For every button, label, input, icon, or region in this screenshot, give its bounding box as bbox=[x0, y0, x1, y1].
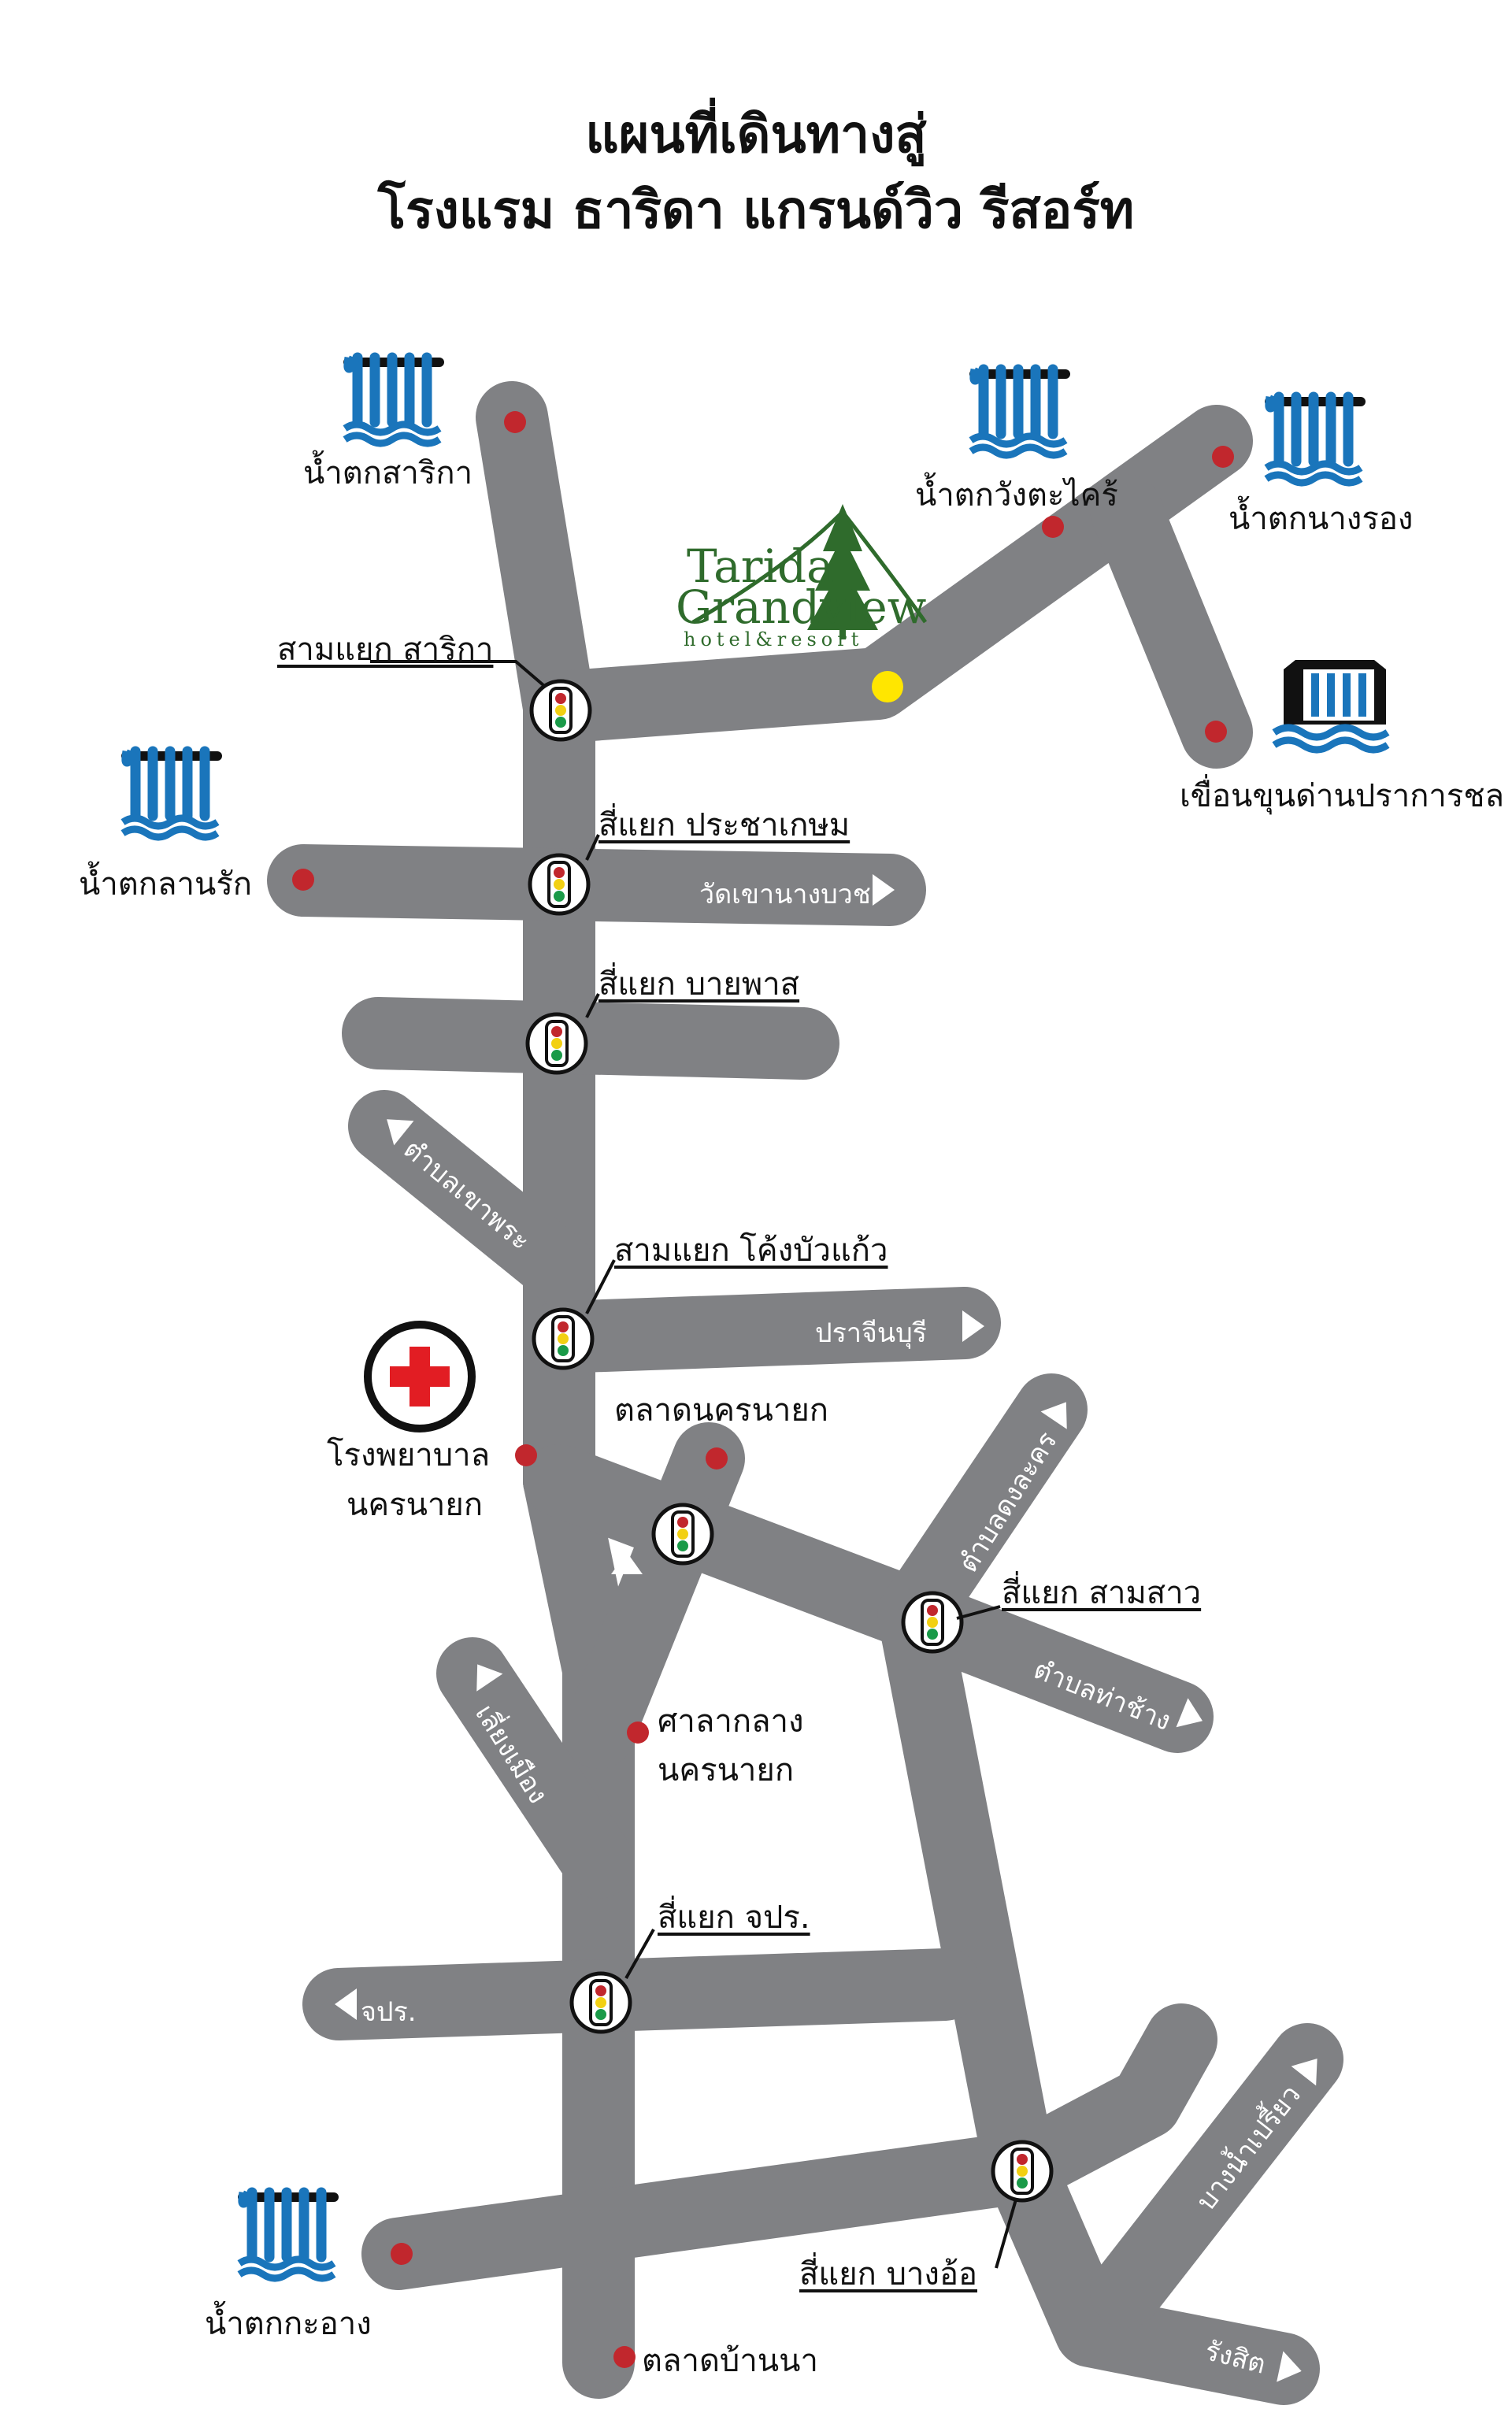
logo-line1: Tarida bbox=[687, 539, 834, 593]
dam-icon bbox=[1272, 660, 1390, 754]
road-label-wat-khao-nang-buat: วัดเขานางบวช bbox=[699, 879, 871, 910]
location-marker bbox=[613, 2346, 636, 2368]
label-nakhon-nayok-market: ตลาดนครนายก bbox=[614, 1392, 828, 1429]
traffic-light-icon bbox=[572, 1974, 630, 2032]
location-marker bbox=[1205, 721, 1227, 743]
road-liang-mueang bbox=[436, 1637, 635, 1899]
logo-line2: Grandview bbox=[676, 580, 927, 634]
label-city-hall-line2: นครนายก bbox=[658, 1752, 795, 1788]
traffic-light-icon bbox=[528, 1014, 586, 1073]
hotel-marker bbox=[872, 671, 903, 702]
label-junction-sarika: สามแยก สาริกา bbox=[277, 632, 494, 668]
label-wang-takhrai-waterfall: น้ำตกวังตะไคร้ bbox=[915, 477, 1118, 513]
logo-tree bbox=[691, 504, 928, 639]
traffic-light-icon bbox=[530, 855, 588, 914]
road-to-khun-dan-dam bbox=[1090, 474, 1253, 769]
label-junction-bypass: สี่แยก บายพาส bbox=[598, 966, 800, 1003]
hospital-cross-icon bbox=[364, 1321, 476, 1432]
location-marker bbox=[391, 2243, 413, 2265]
road-label-prachinburi: ปราจีนบุรี bbox=[815, 1318, 927, 1349]
location-marker bbox=[504, 411, 526, 433]
road-khao-phra bbox=[348, 1090, 595, 1304]
traffic-light-icon bbox=[532, 681, 590, 739]
label-hospital-line2: นครนายก bbox=[346, 1487, 484, 1523]
road-bang-nam-priao bbox=[1090, 2023, 1343, 2328]
location-marker bbox=[1212, 446, 1234, 468]
label-junction-sam-sao: สี่แยก สามสาว bbox=[1002, 1575, 1202, 1611]
road-bypass bbox=[342, 997, 839, 1080]
location-marker bbox=[706, 1447, 728, 1470]
waterfall-icon bbox=[1265, 397, 1366, 483]
label-lan-rak-waterfall: น้ำตกลานรัก bbox=[79, 866, 253, 902]
junction-leaders bbox=[370, 660, 1017, 2269]
location-marker bbox=[1042, 516, 1064, 538]
waterfall-icon bbox=[238, 2192, 339, 2278]
hotel-logo: Tarida Grandview hotel&resort bbox=[676, 543, 926, 649]
road-prachinburi bbox=[523, 1287, 1001, 1373]
label-hospital-line1: โรงพยาบาล bbox=[327, 1437, 491, 1473]
label-junction-khong-bua-kaeo: สามแยก โค้งบัวแก้ว bbox=[614, 1232, 888, 1269]
traffic-light-icon bbox=[993, 2142, 1051, 2200]
waterfall-icon bbox=[121, 751, 222, 837]
logo-line3: hotel&resort bbox=[684, 628, 864, 650]
road-network bbox=[267, 381, 1343, 2405]
location-marker bbox=[292, 869, 314, 891]
road-label-jor: จปร. bbox=[361, 1996, 417, 2028]
label-ban-na-market: ตลาดบ้านนา bbox=[642, 2343, 818, 2379]
location-markers bbox=[292, 411, 1234, 2368]
label-ka-ang-waterfall: น้ำตกกะอาง bbox=[205, 2306, 372, 2342]
traffic-light-icon bbox=[534, 1310, 592, 1368]
location-marker bbox=[515, 1444, 537, 1466]
label-junction-prachakasem: สี่แยก ประชาเกษม bbox=[598, 807, 850, 843]
waterfall-icon bbox=[969, 369, 1070, 455]
location-marker bbox=[627, 1722, 649, 1744]
label-sarika-waterfall: น้ำตกสาริกา bbox=[303, 455, 473, 491]
label-nang-rong-waterfall: น้ำตกนางรอง bbox=[1228, 501, 1414, 537]
waterfall-icon bbox=[343, 358, 444, 443]
traffic-light-icon bbox=[903, 1593, 962, 1651]
road-lan-rak bbox=[267, 844, 926, 926]
label-khun-dan-dam: เขื่อนขุนด่านปราการชล bbox=[1180, 778, 1505, 814]
traffic-light-icon bbox=[654, 1505, 712, 1563]
label-city-hall-line1: ศาลากลาง bbox=[658, 1703, 804, 1740]
map-title-line2: โรงแรม ธาริดา แกรนด์วิว รีสอร์ท bbox=[377, 180, 1135, 240]
label-junction-bang-or: สี่แยก บางอ้อ bbox=[799, 2256, 977, 2292]
map-title-line1: แผนที่เดินทางสู่ bbox=[585, 104, 927, 165]
label-junction-jor: สี่แยก จปร. bbox=[658, 1899, 810, 1936]
road-jor bbox=[302, 1948, 981, 2040]
road-ka-ang bbox=[361, 2003, 1217, 2290]
